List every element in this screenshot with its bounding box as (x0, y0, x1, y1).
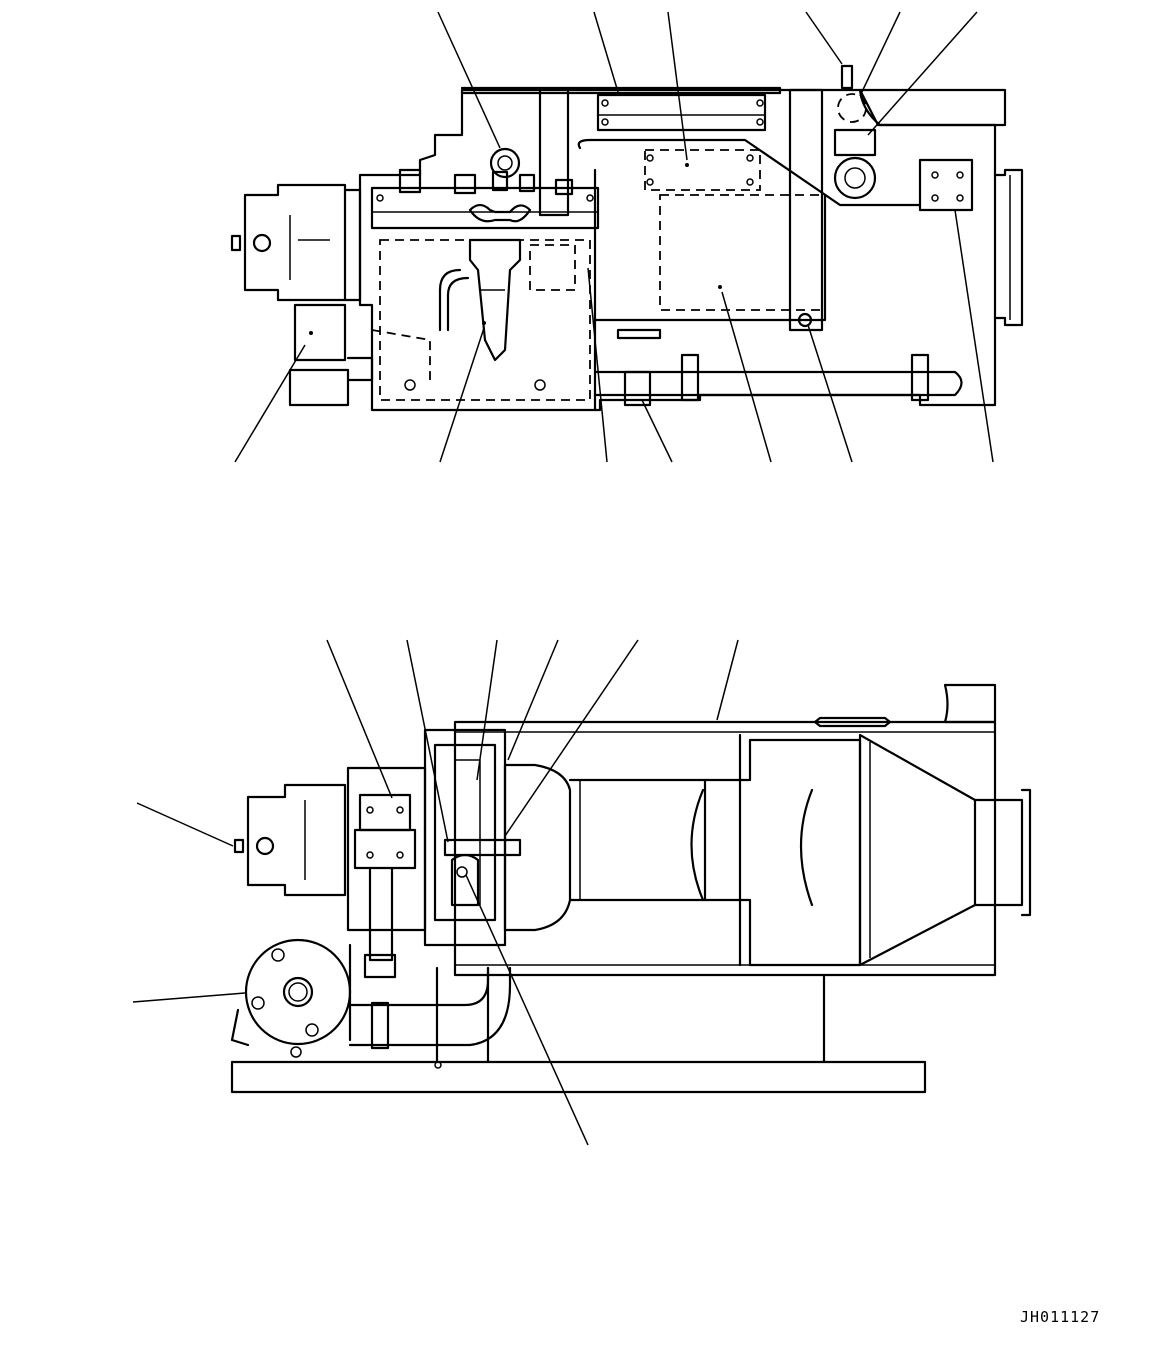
upper-assembly-view (232, 12, 1022, 462)
drawing-code-label: JH011127 (1020, 1308, 1101, 1326)
lower-assembly-view (133, 640, 1030, 1145)
